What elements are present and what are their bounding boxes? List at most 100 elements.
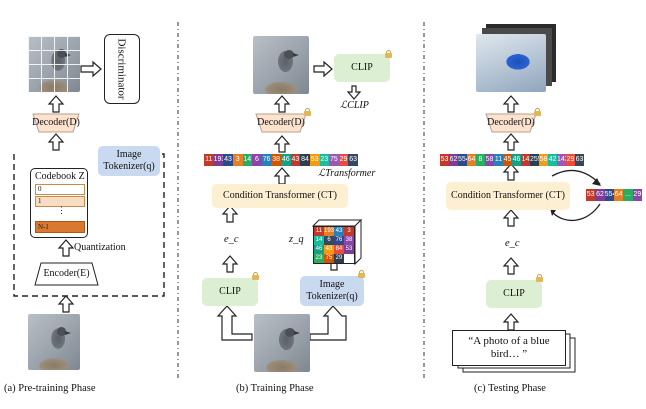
codebook-box: Codebook Z 0 1 ⋮ N-1 — [30, 168, 88, 238]
caption-c: (c) Testing Phase — [474, 383, 546, 394]
decoder-label-c: Decoder(D) — [487, 117, 535, 128]
arrow-clip-down-b — [346, 85, 362, 100]
grid-cell: 75 — [323, 254, 334, 263]
token-c: 554 — [458, 154, 470, 166]
grid-cell: 11 — [314, 227, 324, 236]
condition-transformer-box-c: Condition Transformer (CT) — [446, 182, 570, 210]
encoder-label-a: Encoder(E) — [43, 268, 90, 279]
arrow-image-to-clip-b — [216, 305, 253, 341]
grid-cell: 43 — [323, 245, 334, 254]
arrow-decoder-up-b — [273, 95, 291, 113]
grid-cell: 6 — [323, 236, 334, 245]
clip-box-top-b: CLIP — [334, 54, 390, 82]
token-b: 43 — [223, 154, 233, 166]
token-b: 84 — [300, 154, 310, 166]
token-b: 46 — [281, 154, 291, 166]
grid-cell — [344, 254, 354, 263]
grid-cell: 46 — [314, 245, 324, 254]
discriminator-box: Discriminator — [104, 34, 140, 104]
side-token: 29 — [632, 189, 642, 201]
token-c: 29 — [566, 154, 575, 166]
caption-b: (b) Training Phase — [236, 383, 314, 394]
generated-image-stack — [476, 24, 562, 94]
grid-cell: 193 — [323, 227, 334, 236]
codebook-row-last: N-1 — [35, 221, 85, 233]
grid-cell: 3 — [344, 227, 354, 236]
grid-cell: 38 — [344, 236, 354, 245]
token-c: 11 — [494, 154, 503, 166]
lock-icon — [385, 50, 392, 58]
token-b: 76 — [261, 154, 272, 166]
token-b: 23 — [319, 154, 330, 166]
arrow-decoder-up-c — [502, 95, 520, 113]
decoder-label-a: Decoder(D) — [32, 117, 80, 128]
arrow-image-to-tokenizer-b — [309, 305, 347, 341]
side-token: ... — [623, 189, 633, 201]
decoder-shape-a — [32, 113, 80, 133]
arrow-clip-up-b — [221, 255, 239, 273]
token-c: 58 — [485, 154, 494, 166]
token-c: 14 — [521, 154, 530, 166]
arrow-clip-up-c — [502, 257, 520, 275]
input-image-grid-a — [28, 36, 80, 92]
side-token: 62 — [595, 189, 605, 201]
arrow-ec-up-b — [221, 205, 239, 223]
zq-label: z_q — [289, 234, 304, 245]
encoder-shape-a — [34, 262, 99, 286]
ec-label-c: e_c — [505, 238, 520, 249]
reconstructed-image-b — [253, 36, 309, 94]
ec-label-b: e_c — [224, 234, 239, 245]
token-c: 45 — [503, 154, 512, 166]
image-tokenizer-box-b: Image Tokenizer(q) — [300, 276, 364, 306]
grid-cell: 23 — [314, 254, 324, 263]
decoder-label-b: Decoder(D) — [257, 117, 305, 128]
grid-cell: 53 — [344, 245, 354, 254]
arrow-ec-up-c — [502, 209, 520, 227]
token-b: 193 — [213, 154, 225, 166]
token-c: 46 — [512, 154, 521, 166]
grid-cell: 14 — [314, 236, 324, 245]
discriminator-label: Discriminator — [116, 38, 129, 100]
codebook-row-dots: ⋮ — [57, 205, 66, 215]
arrow-image-up-a — [57, 295, 75, 313]
decoder-shape-c — [485, 113, 537, 133]
lock-icon — [252, 272, 259, 280]
grid-cell: 76 — [334, 236, 344, 245]
loss-transformer-label: ℒTransformer — [318, 168, 376, 179]
arrow-region-up-a — [47, 133, 65, 151]
arrow-to-discriminator — [80, 60, 102, 78]
condition-transformer-box-b: Condition Transformer (CT) — [212, 184, 348, 208]
token-c: 53 — [440, 154, 449, 166]
lock-icon — [358, 270, 365, 278]
token-c: 143 — [557, 154, 569, 166]
lock-icon — [304, 108, 311, 116]
arrow-to-clip-b — [313, 60, 333, 78]
decoder-shape-b — [255, 113, 307, 133]
codebook-title: Codebook Z — [35, 171, 85, 182]
token-b: 11 — [204, 154, 214, 166]
codebook-row-1: 1 — [35, 196, 85, 207]
caption-a: (a) Pre-training Phase — [4, 383, 96, 394]
token-b: 3 — [232, 154, 243, 166]
image-tokenizer-box-a: Image Tokenizer(q) — [98, 146, 160, 176]
arrow-prompt-up-c — [502, 313, 520, 331]
arrow-ct-up-b — [273, 167, 291, 185]
side-token: 53 — [586, 189, 596, 201]
arrow-tokens-up-c — [502, 133, 520, 151]
input-image-a — [28, 314, 80, 370]
loop-arrow-bottom — [551, 203, 601, 222]
token-c: 62 — [449, 154, 458, 166]
grid-cell: 43 — [334, 227, 344, 236]
side-token: 64 — [614, 189, 624, 201]
lock-icon — [534, 108, 541, 116]
input-image-b — [254, 314, 310, 372]
token-b: 63 — [348, 154, 358, 166]
lock-icon — [536, 274, 543, 282]
loss-clip-label: ℒCLIP — [340, 100, 369, 111]
token-b: 75 — [329, 154, 339, 166]
codebook-row-0: 0 — [35, 184, 85, 195]
text-prompt-card: “A photo of a blue bird… ” — [452, 330, 566, 366]
token-b: 53 — [309, 154, 320, 166]
